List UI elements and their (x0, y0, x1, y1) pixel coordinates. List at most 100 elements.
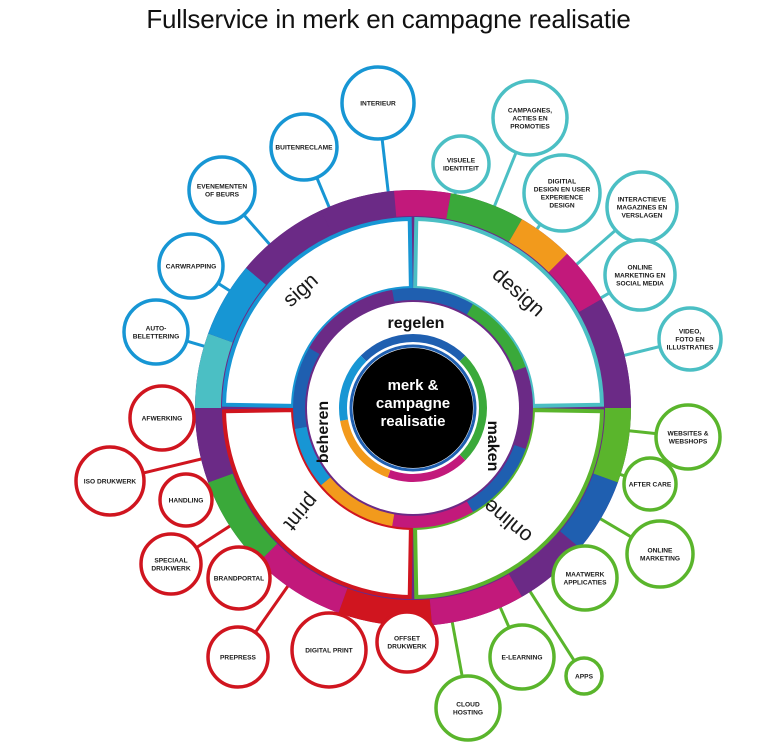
bubble-label: HOSTING (453, 709, 483, 716)
outer-ring-segment (208, 473, 278, 563)
bubble-interieur: INTERIEUR (340, 65, 416, 141)
bubble-circle (551, 544, 619, 612)
bubble-label: ILLUSTRATIES (667, 344, 714, 351)
bubble-label: CAMPAGNES, (508, 107, 552, 114)
bubble-label: BUITENRECLAME (275, 144, 333, 151)
bubble-circle (122, 298, 190, 366)
bubble-label: OFFSET (394, 635, 420, 642)
center-circle-border (349, 344, 477, 472)
center-circle-bg (353, 348, 473, 468)
bubble-circle (564, 656, 604, 696)
bubble-label: MARKETING EN (615, 272, 666, 279)
center-line-3: realisatie (380, 413, 445, 430)
bubble-label: INTERACTIEVE (618, 196, 667, 203)
outer-ring-segment (208, 267, 266, 343)
bubble-websites: WEBSITES &WEBSHOPS (654, 403, 722, 471)
bubble-carwrapping: CARWRAPPING (157, 232, 225, 300)
bubble-label: VISUELE (447, 157, 476, 164)
bubble-label: ONLINE (648, 547, 674, 554)
bubble-circle (488, 623, 556, 691)
bubble-label: CLOUD (456, 701, 480, 708)
center-ring-segment (340, 419, 391, 478)
bubble-label: EVENEMENTEN (197, 183, 247, 190)
bubble-circle (340, 65, 416, 141)
bubble-label: APPS (575, 673, 594, 680)
bubble-label: WEBSITES & (667, 430, 708, 437)
inner-ring-segment (392, 501, 473, 529)
center-line-1: merk & (388, 377, 439, 394)
bubble-label: AUTO- (146, 325, 167, 332)
bubble-brandportal: BRANDPORTAL (206, 545, 272, 611)
outer-ring-segment (394, 189, 451, 219)
inner-ring-segment (309, 289, 395, 354)
bubble-circle (269, 112, 339, 182)
bubble-circle (74, 445, 146, 517)
bubble-after-care: AFTER CARE (622, 456, 678, 512)
outer-ring-segment (579, 299, 631, 408)
bubble-label: SPECIAAL (154, 557, 187, 564)
bubble-label: ISO DRUKWERK (84, 478, 137, 485)
bubble-circle (625, 519, 695, 589)
bubble-label: PROMOTIES (510, 123, 550, 130)
bubble-handling: HANDLING (158, 472, 214, 528)
bubble-label: BELETTERING (133, 333, 180, 340)
center-ring-segment (387, 454, 466, 482)
bubble-label: DRUKWERK (151, 565, 190, 572)
bubble-label: AFWERKING (142, 415, 183, 422)
bubble-label: HANDLING (169, 497, 204, 504)
bubble-label: DIGITAL PRINT (305, 647, 352, 654)
bubble-autobelettering: AUTO-BELETTERING (122, 298, 190, 366)
bubble-circle (522, 153, 602, 233)
inner-ring-segment (292, 348, 320, 429)
bubble-label: MARKETING (640, 555, 680, 562)
bubble-circle (657, 306, 723, 372)
bubble-label: APPLICATIES (563, 579, 607, 586)
bubble-circle (206, 625, 270, 689)
bubble-label: SOCIAL MEDIA (616, 280, 664, 287)
inner-ring-segment (467, 304, 526, 372)
bubble-apps: APPS (564, 656, 604, 696)
inner-ring-segment (514, 366, 533, 450)
outer-ring-segment (429, 574, 522, 626)
bubble-label: FOTO EN (675, 336, 704, 343)
bubble-label: PREPRESS (220, 654, 257, 661)
bubble-label: DESIGN EN USER (534, 186, 591, 193)
page-title: Fullservice in merk en campagne realisat… (146, 4, 631, 34)
bubble-circle (139, 532, 203, 596)
bubble-circle (654, 403, 722, 471)
outer-ring-segment (446, 193, 522, 242)
inner-ring-segment (467, 444, 526, 512)
bubble-circle (431, 134, 491, 194)
bubble-label: ONLINE (628, 264, 654, 271)
bubble-circle (187, 155, 257, 225)
bubble-label: IDENTITEIT (443, 165, 479, 172)
center-ring-segment (338, 355, 367, 421)
outer-ring-segment (509, 531, 580, 597)
bubble-circle (603, 238, 677, 312)
quadrant-segments (221, 216, 605, 600)
outer-ring-segment (509, 219, 568, 273)
bubble-afwerking: AFWERKING (128, 384, 196, 452)
bubble-label: EXPERIENCE (541, 194, 584, 201)
bubble-circle (206, 545, 272, 611)
outer-ring-segment (560, 473, 618, 549)
inner-ring-segment (294, 426, 331, 486)
outer-ring-segment (593, 408, 631, 483)
bubble-label: INTERIEUR (360, 100, 396, 107)
bubble-label: DIGITIAL (548, 178, 576, 185)
center-ring-segment (459, 355, 487, 461)
bubble-circle (622, 456, 678, 512)
bubble-e-learning: E-LEARNING (488, 623, 556, 691)
